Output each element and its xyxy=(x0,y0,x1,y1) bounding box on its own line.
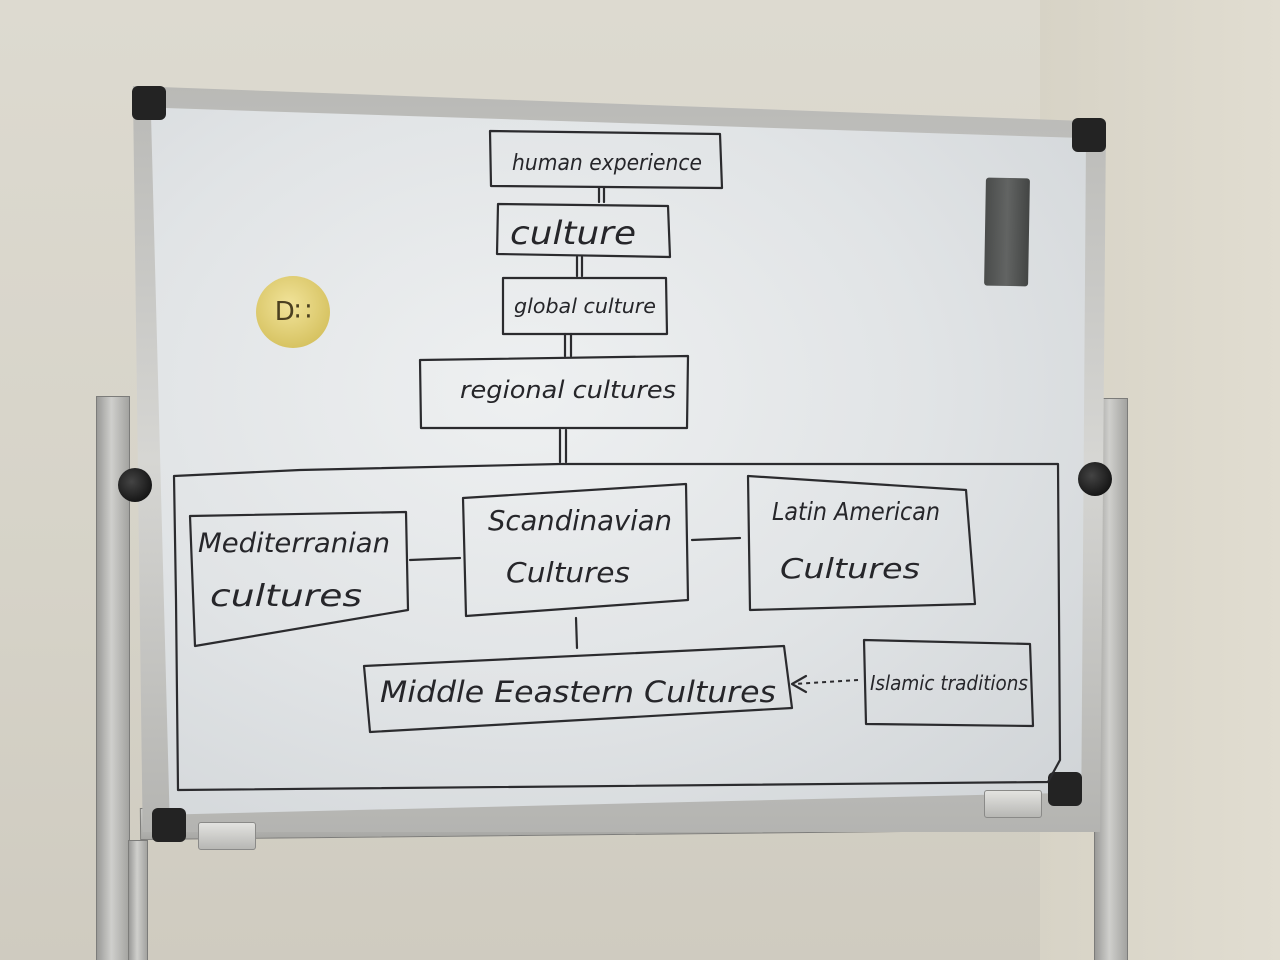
frame-corner-bottom-left xyxy=(152,808,186,842)
node-scandinavian-cultures: Scandinavian Cultures xyxy=(461,482,690,618)
node-global-culture: global culture xyxy=(501,276,669,336)
frame-corner-top-right xyxy=(1072,118,1106,152)
node-mediterranian-cultures: Mediterranian cultures xyxy=(188,510,410,648)
node-latin-american-cultures: Latin American Cultures xyxy=(746,474,977,612)
arrowhead-islamic-middle-eastern xyxy=(790,674,808,694)
box-global-culture xyxy=(501,276,669,336)
label-human-experience: human experience xyxy=(512,151,702,176)
node-human-experience: human experience xyxy=(488,129,724,190)
edge-culture-global xyxy=(575,255,584,278)
edge-scandinavian-middle-eastern xyxy=(574,616,579,650)
label-latin-american-line2: Cultures xyxy=(780,552,920,585)
box-middle-eastern-cultures xyxy=(362,644,794,734)
whiteboard-surface xyxy=(150,107,1086,815)
label-middle-eastern-cultures: Middle Eeastern Cultures xyxy=(380,675,776,709)
box-mediterranian-cultures xyxy=(188,510,410,648)
label-scandinavian-line1: Scandinavian xyxy=(488,504,672,537)
label-mediterranian-line2: cultures xyxy=(210,579,362,614)
label-islamic-traditions: Islamic traditions xyxy=(870,671,1028,695)
frame-corner-bottom-right xyxy=(1048,772,1082,806)
node-culture: culture xyxy=(495,202,672,259)
box-culture xyxy=(495,202,672,259)
box-latin-american-cultures xyxy=(746,474,977,612)
magnet-face-icon: D∷ xyxy=(274,297,312,327)
regional-group-outline xyxy=(172,462,1062,792)
box-human-experience xyxy=(488,129,724,190)
box-islamic-traditions xyxy=(862,638,1035,728)
stand-knob-left[interactable] xyxy=(118,468,152,502)
edge-scandinavian-latin xyxy=(690,536,742,542)
edge-regional-group xyxy=(558,428,568,464)
magnet-icon[interactable] xyxy=(256,276,330,348)
label-scandinavian-line2: Cultures xyxy=(506,556,630,589)
marker-tray-right xyxy=(984,790,1042,818)
stand-knob-right[interactable] xyxy=(1078,462,1112,496)
label-regional-cultures: regional cultures xyxy=(460,376,676,404)
node-islamic-traditions: Islamic traditions xyxy=(862,638,1035,728)
edge-global-regional xyxy=(563,332,573,358)
label-culture: culture xyxy=(510,214,636,252)
label-global-culture: global culture xyxy=(514,294,656,318)
edge-islamic-middle-eastern xyxy=(793,679,859,685)
node-middle-eastern-cultures: Middle Eeastern Cultures xyxy=(362,644,794,734)
label-mediterranian-line1: Mediterranian xyxy=(198,528,390,559)
node-regional-cultures: regional cultures xyxy=(418,354,690,430)
frame-corner-top-left xyxy=(132,86,166,120)
edge-mediterranian-scandinavian xyxy=(408,556,462,562)
box-scandinavian-cultures xyxy=(461,482,690,618)
edge-human-experience-culture xyxy=(597,186,606,204)
marker-tray-left xyxy=(198,822,256,850)
box-regional-cultures xyxy=(418,354,690,430)
label-latin-american-line1: Latin American xyxy=(772,497,940,526)
stand-leg-left-inner xyxy=(128,840,148,960)
